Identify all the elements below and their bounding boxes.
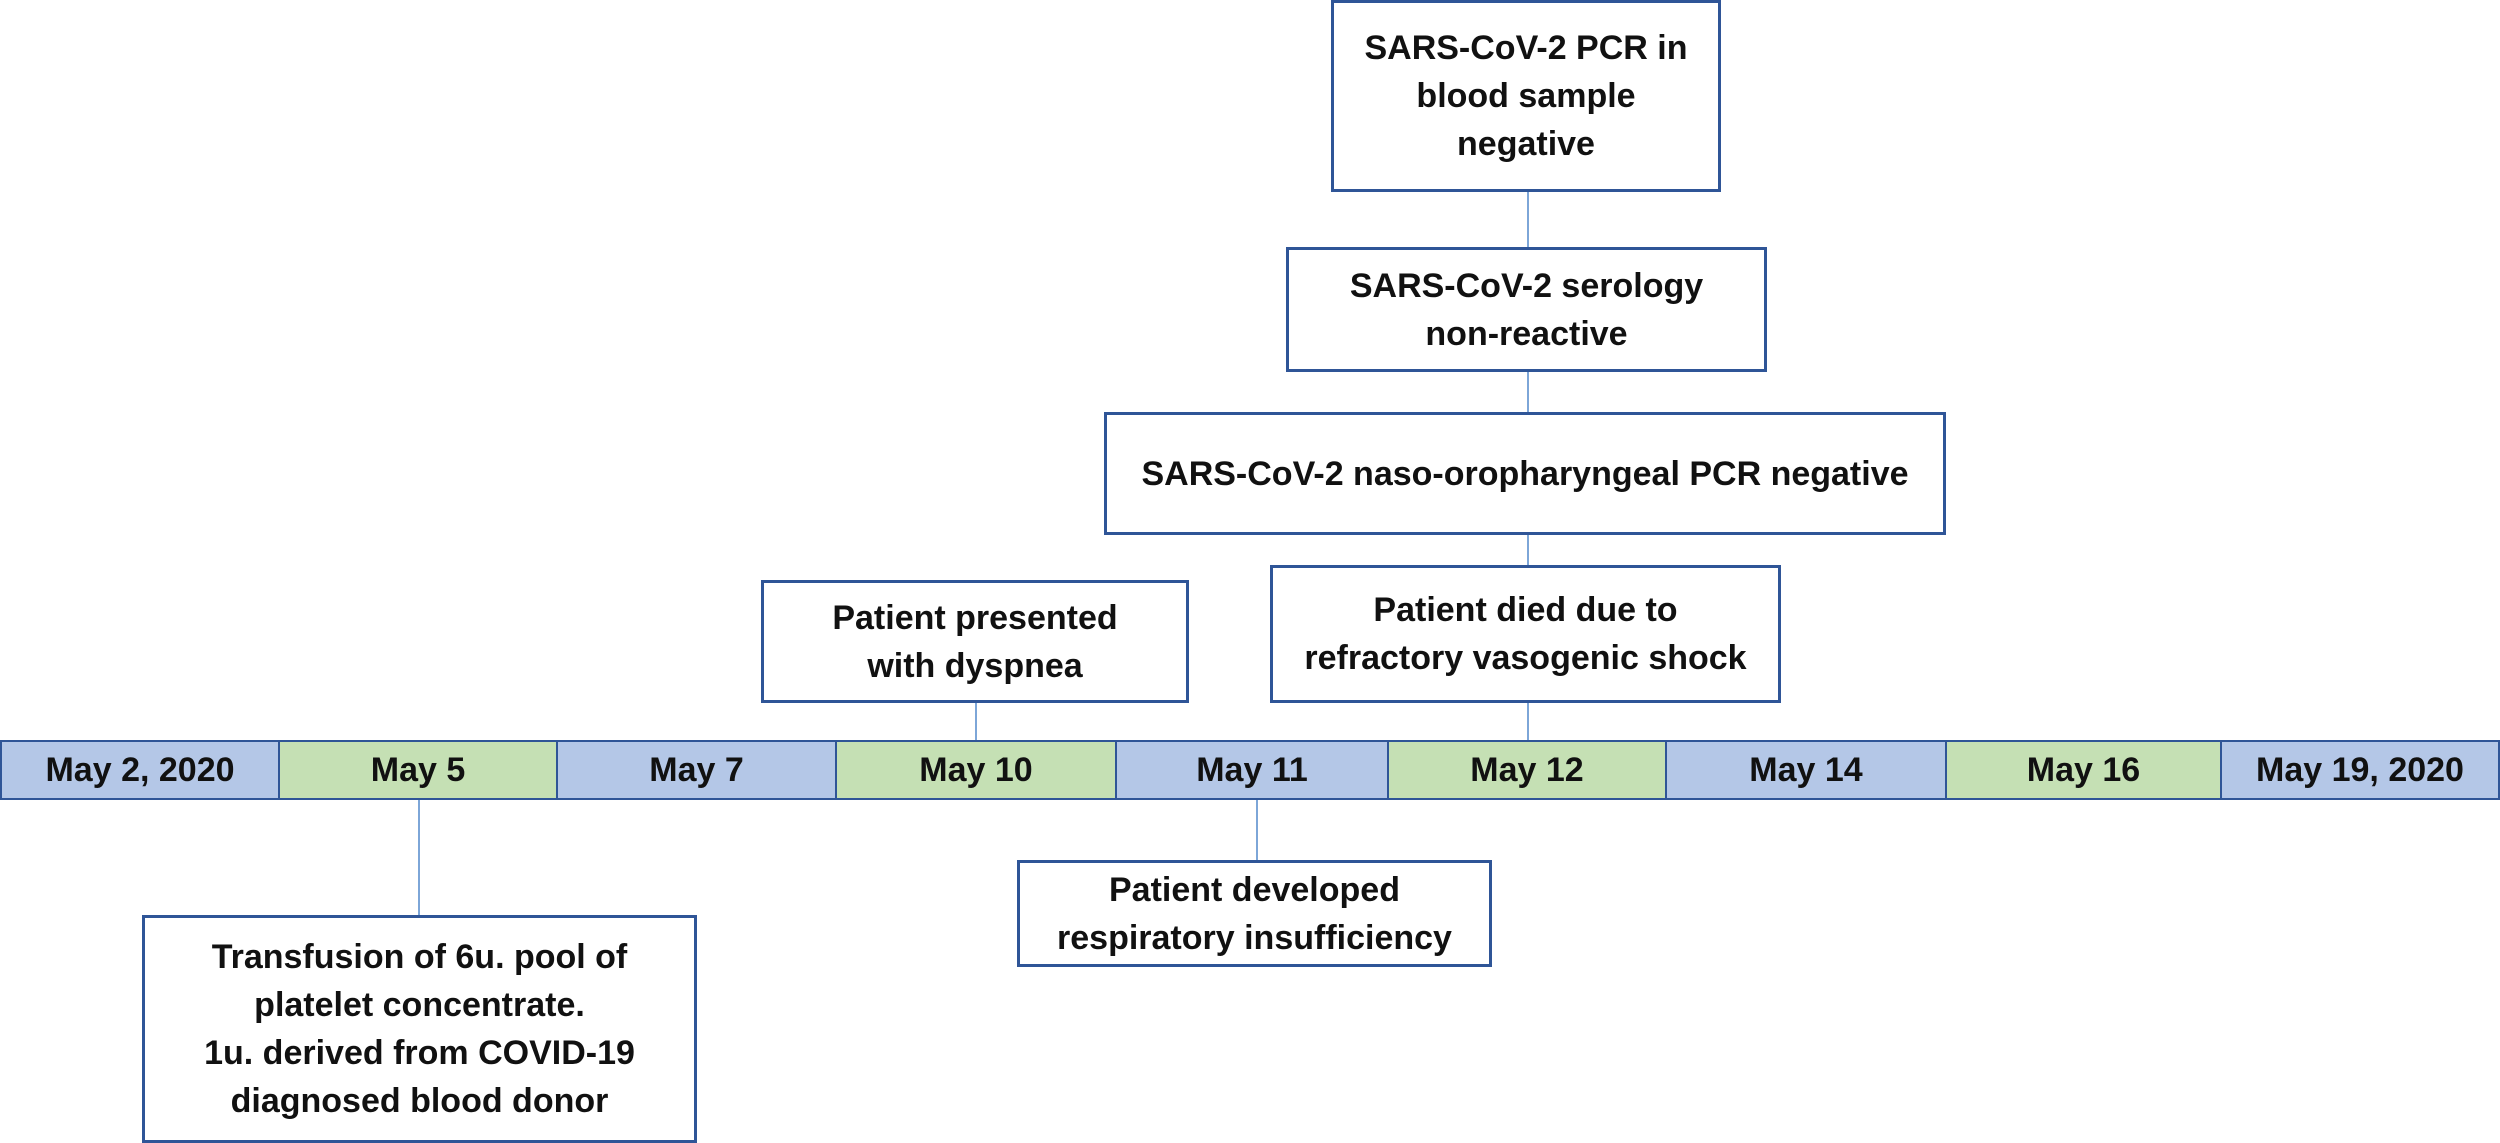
timeline-date: May 14 — [1665, 740, 1947, 800]
connector-serology-to-naso-pcr — [1527, 370, 1529, 413]
connector-may5-to-transfusion — [418, 800, 420, 917]
timeline-date: May 7 — [556, 740, 837, 800]
connector-pcr-blood-to-serology — [1527, 191, 1529, 248]
event-serology-non-reactive: SARS-CoV-2 serology non-reactive — [1286, 247, 1767, 372]
event-dyspnea: Patient presented with dyspnea — [761, 580, 1189, 703]
event-respiratory-insufficiency: Patient developed respiratory insufficie… — [1017, 860, 1492, 967]
timeline-date: May 10 — [835, 740, 1117, 800]
connector-dyspnea-to-may10 — [975, 701, 977, 741]
event-pcr-blood-negative: SARS-CoV-2 PCR in blood sample negative — [1331, 0, 1721, 192]
connector-may11-to-resp — [1256, 800, 1258, 861]
timeline-date: May 12 — [1387, 740, 1667, 800]
timeline-date: May 11 — [1115, 740, 1389, 800]
event-transfusion: Transfusion of 6u. pool of platelet conc… — [142, 915, 697, 1143]
timeline-date: May 16 — [1945, 740, 2222, 800]
event-naso-pcr-negative: SARS-CoV-2 naso-oropharyngeal PCR negati… — [1104, 412, 1946, 535]
event-died: Patient died due to refractory vasogenic… — [1270, 565, 1781, 703]
timeline-date: May 2, 2020 — [0, 740, 280, 800]
connector-naso-pcr-to-died — [1527, 533, 1529, 566]
timeline-date: May 5 — [278, 740, 558, 800]
connector-died-to-may12 — [1527, 701, 1529, 741]
timeline-date: May 19, 2020 — [2220, 740, 2500, 800]
